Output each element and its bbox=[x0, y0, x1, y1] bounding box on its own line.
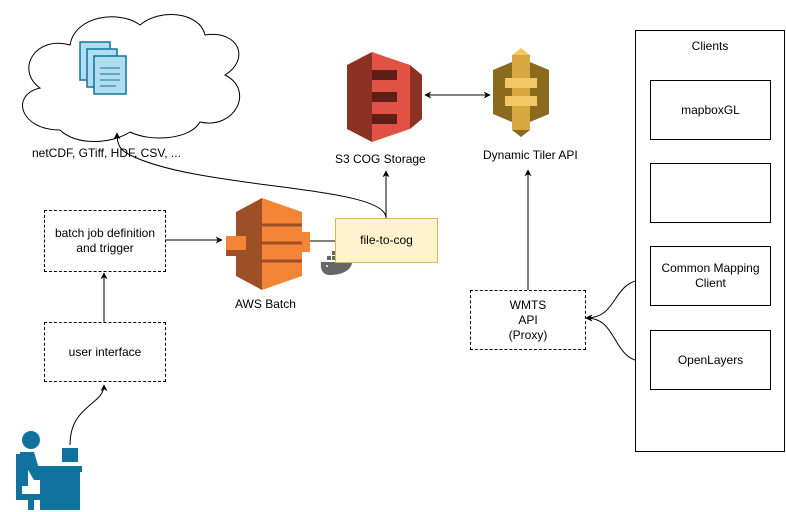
wmts-line3: (Proxy) bbox=[508, 327, 548, 342]
arrow-file-to-cog-cloud bbox=[113, 132, 387, 219]
docker-whale-icon bbox=[320, 251, 352, 275]
client-label: OpenLayers bbox=[677, 352, 744, 367]
arrow-user-to-user-interface bbox=[69, 384, 108, 446]
client-item-common-mapping: Common Mapping Client bbox=[650, 246, 771, 306]
batch-job-definition-box: batch job definition and trigger bbox=[44, 210, 166, 272]
aws-batch-icon bbox=[226, 198, 310, 290]
aws-batch-label: AWS Batch bbox=[235, 297, 296, 311]
s3-storage-label: S3 COG Storage bbox=[335, 152, 426, 166]
client-item-openlayers: OpenLayers bbox=[650, 330, 771, 390]
file-to-cog-box: file-to-cog bbox=[335, 218, 438, 263]
user-interface-box: user interface bbox=[44, 322, 166, 382]
client-label: mapboxGL bbox=[681, 102, 740, 117]
cloud-icon bbox=[22, 14, 241, 142]
cloud-data-formats-label: netCDF, GTiff, HDF, CSV, ... bbox=[32, 146, 181, 160]
s3-bucket-icon bbox=[347, 52, 422, 142]
batch-job-line1: batch job definition bbox=[54, 226, 156, 240]
wmts-line2: API bbox=[518, 312, 538, 327]
user-at-desk-icon bbox=[16, 431, 82, 510]
client-label: Common Mapping bbox=[661, 261, 760, 275]
file-to-cog-label: file-to-cog bbox=[360, 233, 413, 247]
tiler-api-label: Dynamic Tiler API bbox=[483, 148, 578, 162]
client-item-empty bbox=[650, 163, 771, 223]
batch-job-line2: and trigger bbox=[76, 241, 134, 255]
documents-icon bbox=[79, 41, 127, 95]
client-label-line2: Client bbox=[695, 276, 726, 290]
user-interface-label: user interface bbox=[68, 344, 142, 359]
api-gateway-icon bbox=[493, 48, 549, 137]
wmts-proxy-box: WMTS API (Proxy) bbox=[470, 290, 586, 350]
client-item-mapboxgl: mapboxGL bbox=[650, 80, 771, 140]
clients-title: Clients bbox=[691, 39, 729, 53]
wmts-line1: WMTS bbox=[509, 297, 547, 312]
connectors bbox=[69, 91, 648, 446]
